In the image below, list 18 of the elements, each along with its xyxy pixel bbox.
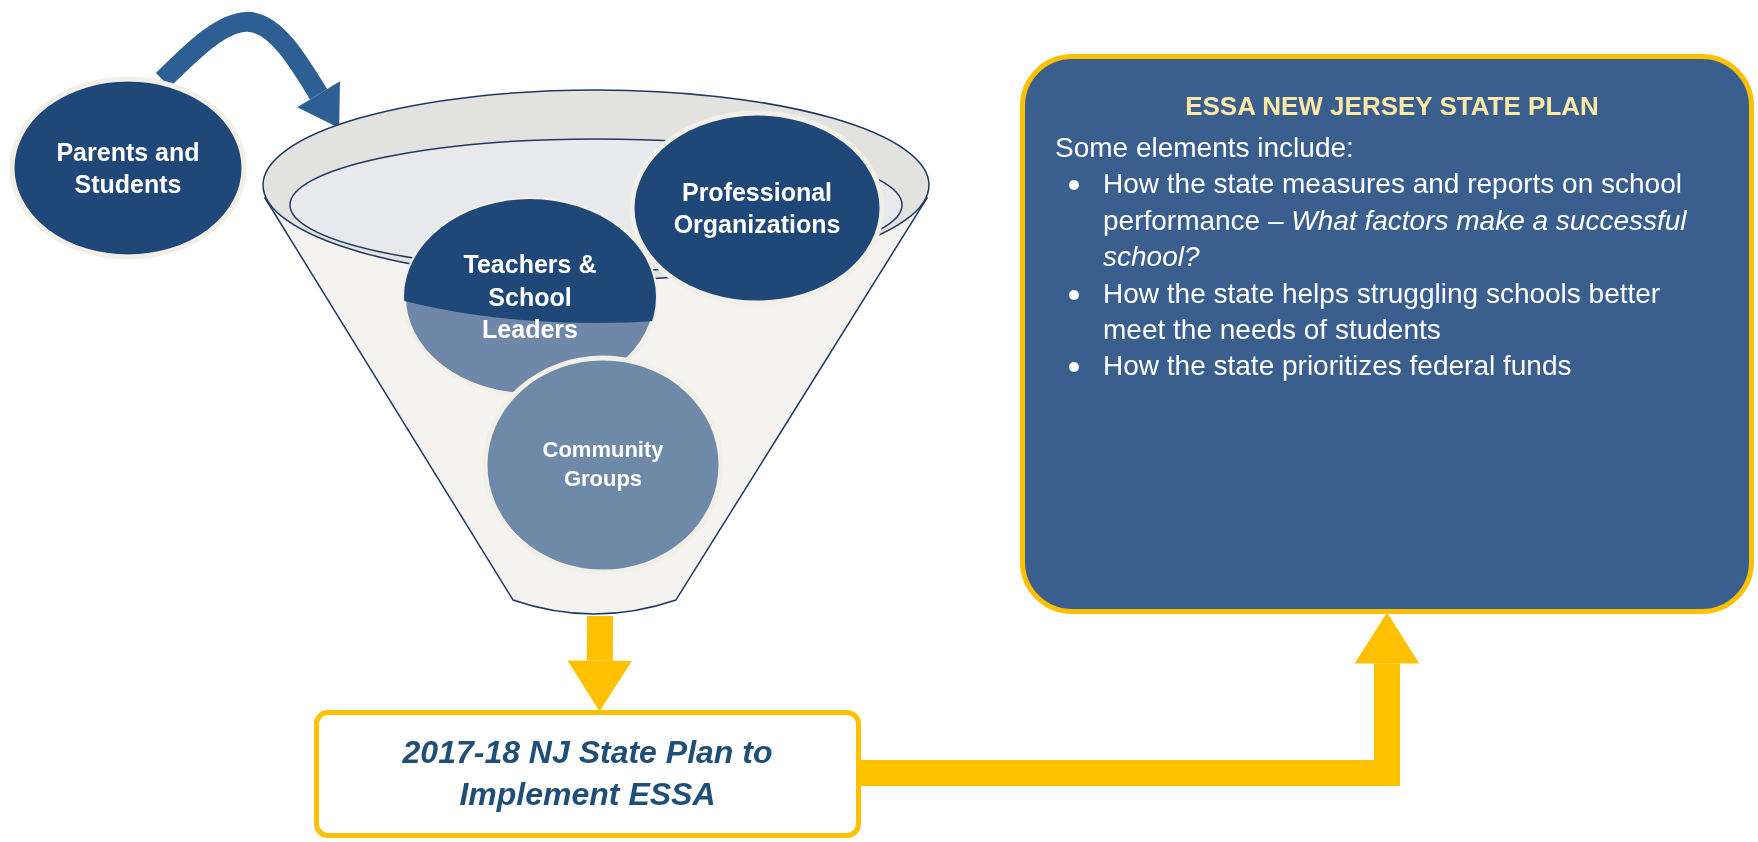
state-plan-box [1020,54,1754,614]
box-title: ESSA NEW JERSEY STATE PLAN [1184,91,1600,122]
intro-text: Some elements include: [1055,131,1355,165]
plan-box [314,710,861,838]
bullet-text: How the state measures and reports on school performance – What factors make a successful school? [1103,167,1688,275]
stakeholder-circle [482,355,724,575]
circle-label: Parents and Students [55,136,201,200]
plan-title: 2017-18 NJ State Plan to Implement ESSA [401,733,774,814]
circle-label: Professional Organizations [672,176,842,240]
bullet-text: How the state prioritizes federal funds [1103,349,1573,384]
circle-label: Teachers & School Leaders [462,249,598,346]
bullet-text: How the state helps struggling schools better meet the needs of students [1103,276,1662,347]
arrow [155,12,340,128]
stakeholder-circle [9,76,247,260]
stakeholder-circle [629,110,885,306]
arrow [861,612,1420,786]
circle-label: Community Groups [541,436,665,493]
arrow [567,615,632,712]
